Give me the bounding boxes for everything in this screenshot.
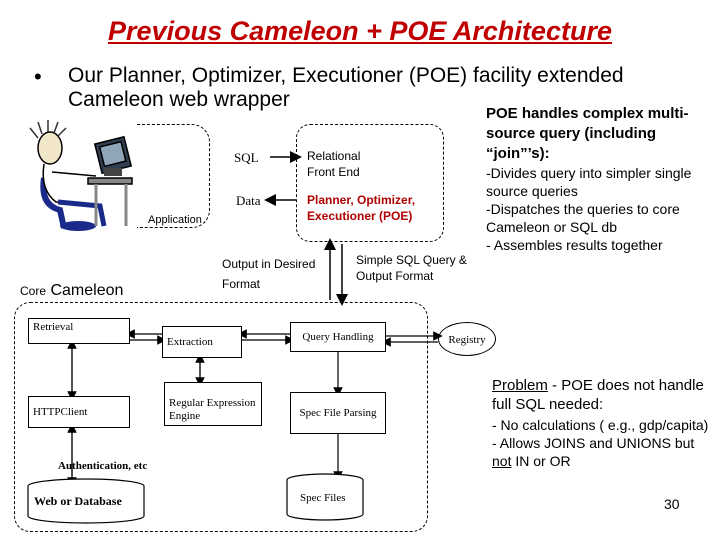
poe-note-item: -Dispatches the queries to core Cameleon… xyxy=(486,201,680,235)
extraction-label: Extraction xyxy=(167,336,213,348)
authentication-label: Authentication, etc xyxy=(58,460,148,472)
output-desired-format-label: Output in Desired Format xyxy=(222,257,316,291)
problem-tail-text: IN or OR xyxy=(511,453,571,469)
problem-item-joins: - Allows JOINS and UNIONS but not IN or … xyxy=(492,434,712,470)
bullet-text: Our Planner, Optimizer, Executioner (POE… xyxy=(68,64,624,111)
spec-file-parsing-label: Spec File Parsing xyxy=(299,407,377,419)
spec-file-parsing-box: Spec File Parsing xyxy=(290,392,386,434)
relational-front-end-label: Relational Front End xyxy=(307,149,361,179)
web-or-database-label: Web or Database xyxy=(34,494,122,508)
web-database-cylinder xyxy=(27,478,145,524)
user-at-computer-icon xyxy=(29,120,133,231)
sql-label: SQL xyxy=(234,150,259,165)
http-client-label: HTTPClient xyxy=(33,406,88,418)
poe-label: Planner, Optimizer, Executioner (POE) xyxy=(307,193,416,223)
query-handling-label: Query Handling xyxy=(302,331,374,343)
application-region xyxy=(137,124,210,228)
poe-note-heading: POE handles complex multi-source query (… xyxy=(486,105,689,162)
retrieval-box: Retrieval xyxy=(28,318,130,344)
simple-sql-query-label: Simple SQL Query & Output Format xyxy=(356,253,467,283)
problem-heading-text: - POE does not handle full SQL needed: xyxy=(492,377,704,413)
data-label: Data xyxy=(236,193,261,208)
slide-title: Previous Cameleon + POE Architecture xyxy=(108,16,612,46)
core-prefix: Core xyxy=(20,284,47,298)
problem-not-word: not xyxy=(492,453,512,469)
problem-label: Problem xyxy=(492,377,548,394)
retrieval-label: Retrieval xyxy=(33,321,74,333)
spec-files-cylinder xyxy=(286,473,364,521)
core-cameleon-label: Core Cameleon xyxy=(20,282,123,300)
registry-ellipse: Registry xyxy=(438,322,496,356)
bullet-dot: • xyxy=(34,64,42,89)
cameleon-label: Cameleon xyxy=(50,282,124,299)
application-label: Application xyxy=(148,214,202,226)
registry-label: Registry xyxy=(448,334,486,346)
problem-item-joins-text: - Allows JOINS and UNIONS but xyxy=(492,435,695,451)
poe-note: POE handles complex multi-source query (… xyxy=(486,104,714,254)
regex-engine-box: Regular Expression Engine xyxy=(164,382,262,426)
poe-note-item: -Divides query into simpler single sourc… xyxy=(486,165,692,199)
regex-engine-label: Regular Expression Engine xyxy=(169,397,256,422)
page-number: 30 xyxy=(664,496,680,512)
problem-item: - No calculations ( e.g., gdp/capita) xyxy=(492,417,709,433)
http-client-box: HTTPClient xyxy=(28,396,130,428)
spec-files-label: Spec Files xyxy=(300,492,346,504)
poe-note-item: - Assembles results together xyxy=(486,237,663,253)
problem-heading: Problem - POE does not handle full SQL n… xyxy=(492,376,712,414)
problem-note: Problem - POE does not handle full SQL n… xyxy=(492,376,712,470)
poe-front-end-box xyxy=(296,124,444,242)
query-handling-box: Query Handling xyxy=(290,322,386,352)
extraction-box: Extraction xyxy=(162,326,242,358)
core-cameleon-region xyxy=(14,302,428,532)
